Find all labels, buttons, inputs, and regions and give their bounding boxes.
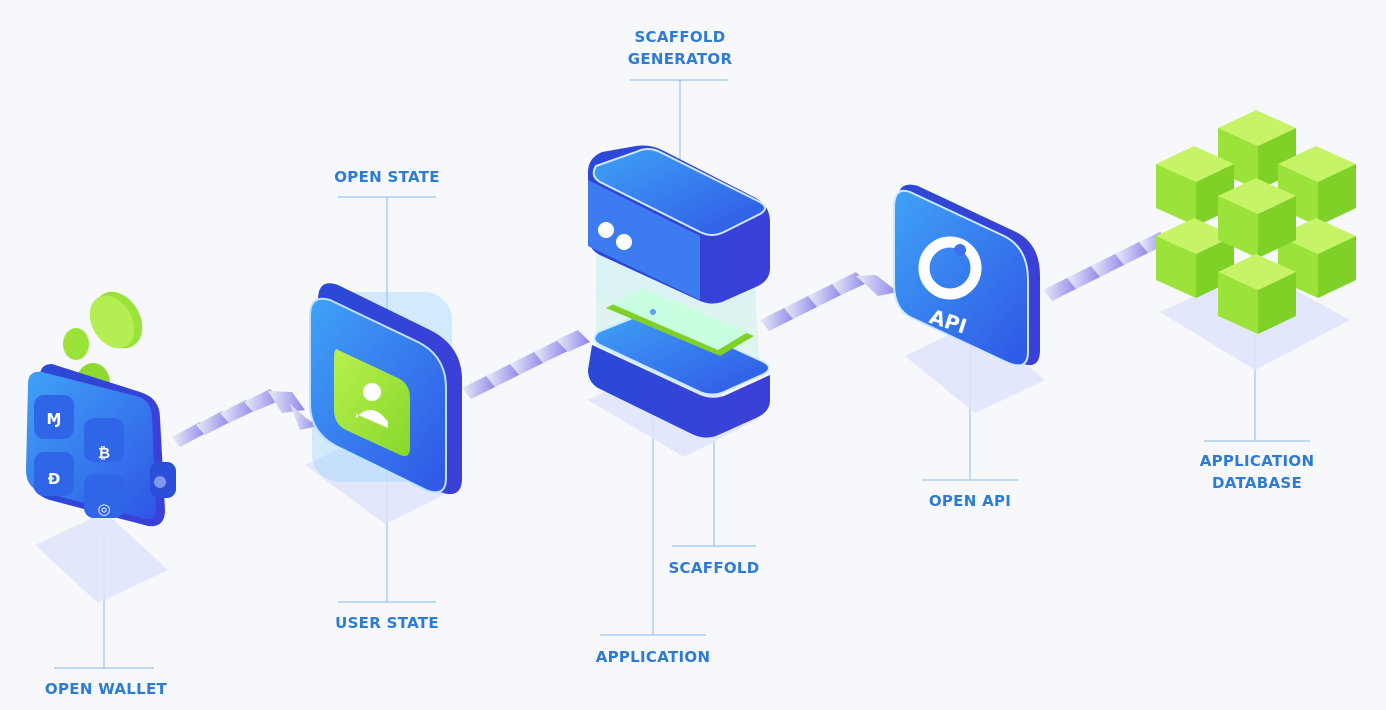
- scaffold-icon: [588, 145, 770, 438]
- label-application: APPLICATION: [595, 648, 711, 666]
- open-api-icon: [893, 184, 1040, 367]
- label-open-api: OPEN API: [928, 492, 1012, 510]
- label-open-state: OPEN STATE: [334, 168, 440, 186]
- label-scaffold-generator: SCAFFOLD GENERATOR: [627, 28, 733, 68]
- open-wallet-icon: [26, 291, 176, 527]
- user-state-icon: [309, 283, 462, 495]
- label-user-state: USER STATE: [335, 614, 439, 632]
- connector-arrow-3: [760, 272, 898, 331]
- connector-arrow-4: [1043, 232, 1170, 301]
- application-database-icon: [1156, 110, 1356, 334]
- label-scaffold: SCAFFOLD: [668, 559, 760, 577]
- coin-bottom-right-icon: ◎: [97, 500, 110, 518]
- coin-bottom-left-icon: Đ: [48, 470, 61, 488]
- coin-top-left-icon: Ɱ: [47, 410, 62, 428]
- connector-arrow-1: [172, 389, 318, 447]
- label-open-wallet: OPEN WALLET: [44, 680, 168, 698]
- coin-top-right-icon: ₿: [98, 444, 110, 462]
- connector-arrow-2: [462, 330, 590, 399]
- label-application-database: APPLICATION DATABASE: [1199, 452, 1315, 492]
- wallet-coin-glyphs: Ɱ ₿ Đ ◎: [47, 410, 111, 518]
